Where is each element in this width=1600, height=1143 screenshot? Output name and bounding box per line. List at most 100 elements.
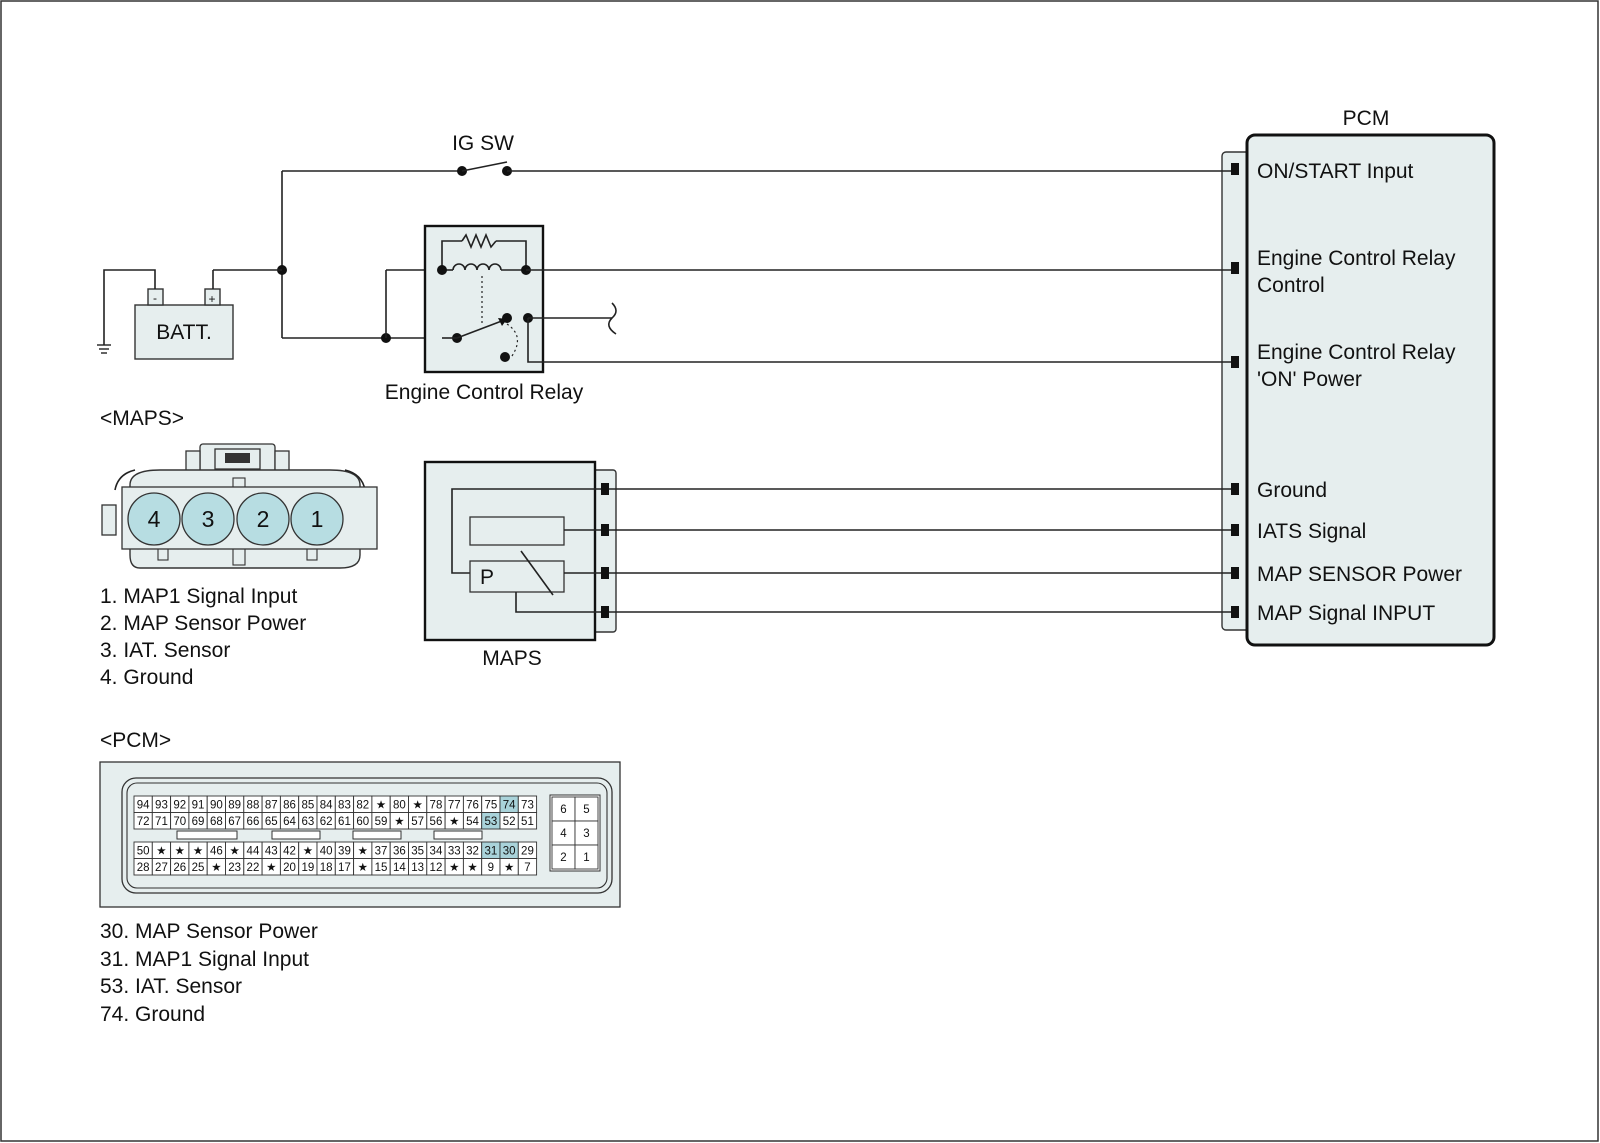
pcm-pin-number: 30 xyxy=(503,846,516,858)
pcm-pin-number: 17 xyxy=(338,862,351,874)
pcm-pin-cell xyxy=(517,858,538,876)
pcm-pin-number: 42 xyxy=(283,846,296,858)
pcm-pin-terminal xyxy=(1231,262,1239,274)
iat-element xyxy=(469,516,565,546)
maps-pin-1-label: 1 xyxy=(311,506,324,532)
pcm-pin-number: 67 xyxy=(228,816,241,828)
maps-pin-3 xyxy=(181,492,235,546)
pcm-pin-number: 25 xyxy=(192,862,205,874)
pcm-pin-label-iats: IATS Signal xyxy=(1257,520,1366,543)
pcm-pin-number: 18 xyxy=(320,862,333,874)
pcm-pin-number: 74 xyxy=(503,800,516,812)
pcm-pin-terminal xyxy=(1231,163,1239,175)
pcm-body xyxy=(1245,133,1496,647)
pcm-pin-number: ★ xyxy=(376,800,386,812)
pcm-pin-number: 51 xyxy=(521,816,534,828)
pcm-pin-number: 59 xyxy=(375,816,388,828)
pcm-pin-number: 73 xyxy=(521,800,534,812)
pcm-pin-number: 19 xyxy=(301,862,314,874)
pcm-pin-number: ★ xyxy=(211,862,221,874)
pcm-pin-number: ★ xyxy=(449,862,459,874)
pcm-pin-number: 94 xyxy=(137,800,150,812)
maps-legend-item: 4. Ground xyxy=(100,666,193,689)
pcm-pin-number: 53 xyxy=(484,816,497,828)
pcm-pin-number: 7 xyxy=(524,862,530,874)
pcm-pin-number: ★ xyxy=(303,846,313,858)
pcm-pin-number: 56 xyxy=(430,816,443,828)
pcm-pin-number: 57 xyxy=(411,816,424,828)
pcm-pin-number: 32 xyxy=(466,846,479,858)
pcm-pin-number: 80 xyxy=(393,800,406,812)
pcm-pin-number: 14 xyxy=(393,862,406,874)
pcm-pin-number: 29 xyxy=(521,846,534,858)
pcm-pin-number: 23 xyxy=(228,862,241,874)
pcm-pin-label-on-start: ON/START Input xyxy=(1257,160,1414,183)
pcm-pin-number: 71 xyxy=(155,816,168,828)
pcm-pin-number: 83 xyxy=(338,800,351,812)
pcm-pin-number: ★ xyxy=(467,862,477,874)
pcm-pin-number: 88 xyxy=(247,800,260,812)
pcm-pin-number: 61 xyxy=(338,816,351,828)
pcm-pin-number: 46 xyxy=(210,846,223,858)
coil-icon xyxy=(452,263,502,271)
pcm-pin-number: 92 xyxy=(173,800,186,812)
maps-legend-item: 1. MAP1 Signal Input xyxy=(100,585,297,608)
pressure-element-label: P xyxy=(480,566,494,589)
pcm-pin-number: 20 xyxy=(283,862,296,874)
pcm-pin-number: ★ xyxy=(394,816,404,828)
maps-sensor: P MAPS xyxy=(423,460,617,670)
maps-sensor-label: MAPS xyxy=(482,647,542,670)
pcm-pin-number: ★ xyxy=(229,846,239,858)
pcm-pin-number: ★ xyxy=(412,800,422,812)
pcm-side-pin-number: 4 xyxy=(560,828,567,840)
pcm-pin-label-ecr-control-2: Control xyxy=(1257,274,1325,297)
pcm-pin-label-ecr-on-power: Engine Control Relay xyxy=(1257,341,1456,364)
pcm-pin-number: 28 xyxy=(137,862,150,874)
pcm-pin-label-map-signal: MAP Signal INPUT xyxy=(1257,602,1435,625)
pcm-pin-number: 65 xyxy=(265,816,278,828)
maps-legend-item: 2. MAP Sensor Power xyxy=(100,612,306,635)
pcm-pin-number: 31 xyxy=(484,846,497,858)
pcm-pin-number: 64 xyxy=(283,816,296,828)
pcm-side-pin-number: 6 xyxy=(560,804,566,816)
maps-pin-4-label: 4 xyxy=(148,506,161,532)
pcm-pin-number: 54 xyxy=(466,816,479,828)
pcm-side-pin-number: 3 xyxy=(583,828,589,840)
maps-pin-3-label: 3 xyxy=(202,506,215,532)
pcm-pin-number: ★ xyxy=(449,816,459,828)
pcm-pin-number: 26 xyxy=(173,862,186,874)
pcm-pin-terminal xyxy=(1231,483,1239,495)
ground-icon xyxy=(97,344,111,354)
pcm-pin-number: 60 xyxy=(356,816,369,828)
battery-label: BATT. xyxy=(156,321,212,344)
pcm-pin-label-ecr-on-power-2: 'ON' Power xyxy=(1257,368,1362,391)
pcm-pin-number: ★ xyxy=(504,862,514,874)
maps-pin-1 xyxy=(290,492,344,546)
pcm-pin-number: 93 xyxy=(155,800,168,812)
engine-control-relay: Engine Control Relay xyxy=(385,224,1231,404)
pcm-pin-number: 15 xyxy=(375,862,388,874)
pcm-pin-terminal xyxy=(1231,524,1239,536)
pcm-legend-item: 30. MAP Sensor Power xyxy=(100,920,318,943)
pcm-pin-number: 40 xyxy=(320,846,333,858)
maps-pin-2 xyxy=(236,492,290,546)
pcm-pin-number: 36 xyxy=(393,846,406,858)
maps-sensor-body xyxy=(423,460,597,642)
pcm-pin-label-map-power: MAP SENSOR Power xyxy=(1257,563,1462,586)
relay-body xyxy=(423,224,545,374)
pcm-side-pin-number: 1 xyxy=(583,852,589,864)
pcm-legend-item: 74. Ground xyxy=(100,1003,205,1026)
pcm-pin-number: 43 xyxy=(265,846,278,858)
pcm-pin-number: 75 xyxy=(484,800,497,812)
wire-break-icon xyxy=(608,302,617,335)
pcm-pin-number: 62 xyxy=(320,816,333,828)
pcm-pin-number: 13 xyxy=(411,862,424,874)
pcm-pin-number: 87 xyxy=(265,800,278,812)
pcm-pin-number: 63 xyxy=(301,816,314,828)
maps-connector-heading: <MAPS> xyxy=(100,407,184,430)
pcm-pin-number: 12 xyxy=(430,862,443,874)
pcm-pin-label-ecr-control: Engine Control Relay xyxy=(1257,247,1456,270)
pcm-pin-cell xyxy=(517,812,538,830)
